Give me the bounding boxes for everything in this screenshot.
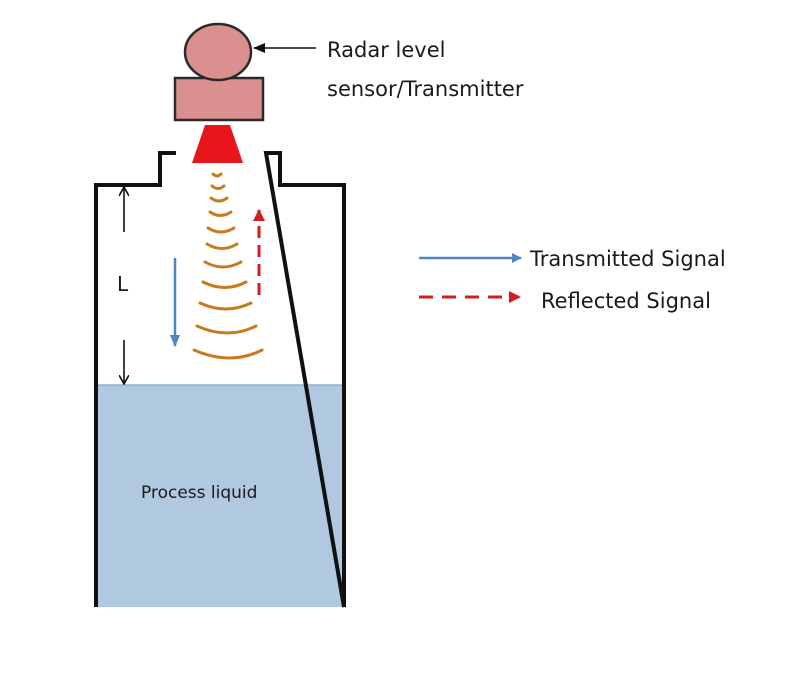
liquid-label: Process liquid	[141, 483, 257, 503]
antenna-horn	[192, 125, 243, 163]
wave-arc	[203, 260, 243, 269]
wave-arc	[192, 348, 264, 360]
sensor-label-line1: Radar level	[327, 38, 445, 62]
legend-transmitted-label: Transmitted Signal	[529, 247, 726, 271]
distance-label: L	[117, 272, 129, 296]
legend-reflected-label: Reflected Signal	[541, 289, 711, 313]
wave-arc	[206, 226, 236, 234]
wave-arc	[205, 242, 239, 250]
sensor-body	[173, 76, 265, 122]
wave-arc	[201, 280, 248, 289]
wave-arc	[208, 210, 233, 217]
wave-arc	[198, 301, 253, 311]
sensor-dome	[183, 22, 253, 82]
radar-waves	[192, 172, 264, 360]
wave-arc	[195, 324, 258, 335]
wave-arc	[211, 172, 223, 178]
tank-outline	[94, 151, 346, 608]
sensor-label-line2: sensor/Transmitter	[327, 77, 524, 101]
wave-arc	[210, 184, 226, 190]
legend: Transmitted Signal Reflected Signal	[419, 247, 726, 313]
wave-arc	[209, 196, 229, 203]
process-liquid	[97, 385, 343, 607]
